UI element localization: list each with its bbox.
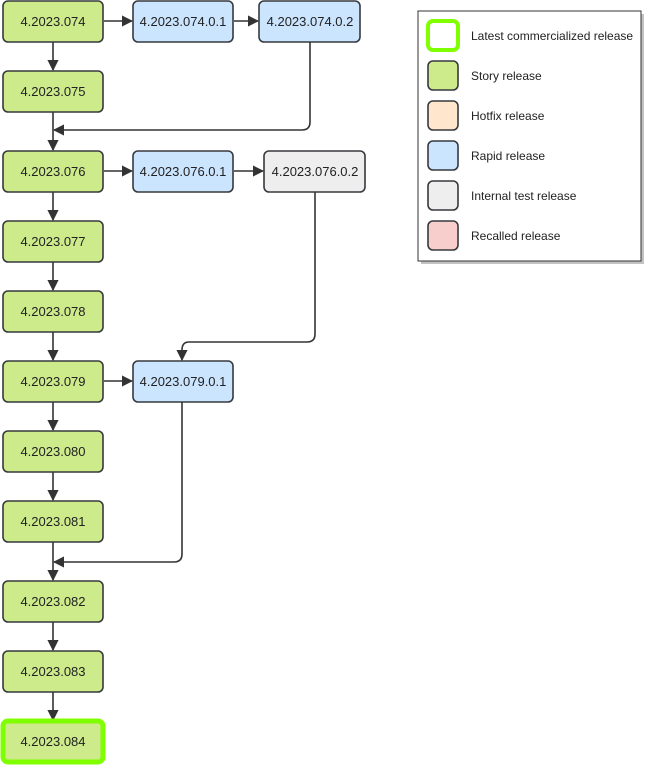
node-label: 4.2023.075 — [20, 84, 85, 99]
legend-swatch-internal — [427, 180, 459, 211]
node-079[interactable]: 4.2023.079 — [2, 360, 104, 403]
node-label: 4.2023.077 — [20, 234, 85, 249]
legend-label-hotfix: Hotfix release — [471, 109, 545, 123]
node-080[interactable]: 4.2023.080 — [2, 430, 104, 473]
node-082[interactable]: 4.2023.082 — [2, 580, 104, 623]
legend-swatch-hotfix — [427, 100, 459, 131]
node-label: 4.2023.080 — [20, 444, 85, 459]
node-label: 4.2023.078 — [20, 304, 85, 319]
node-074[interactable]: 4.2023.074 — [2, 0, 104, 43]
node-078[interactable]: 4.2023.078 — [2, 290, 104, 333]
node-079-0-1[interactable]: 4.2023.079.0.1 — [132, 360, 234, 403]
node-label: 4.2023.074.0.2 — [267, 14, 354, 29]
legend-label-rapid: Rapid release — [471, 149, 545, 163]
legend-swatch-recalled — [427, 220, 459, 251]
node-081[interactable]: 4.2023.081 — [2, 500, 104, 543]
node-label: 4.2023.074.0.1 — [140, 14, 227, 29]
edge-0791-merge — [52, 402, 183, 568]
node-076-0-2[interactable]: 4.2023.076.0.2 — [263, 150, 366, 193]
node-label: 4.2023.081 — [20, 514, 85, 529]
nodes: 4.2023.074 4.2023.074.0.1 4.2023.074.0.2… — [0, 0, 366, 765]
node-084-latest[interactable]: 4.2023.084 — [0, 718, 106, 765]
legend: Latest commercialized release Story rele… — [417, 10, 644, 264]
legend-label-internal: Internal test release — [471, 189, 577, 203]
node-076[interactable]: 4.2023.076 — [2, 150, 104, 193]
node-075[interactable]: 4.2023.075 — [2, 70, 104, 113]
legend-label-recalled: Recalled release — [471, 229, 561, 243]
node-label: 4.2023.074 — [20, 14, 85, 29]
node-label: 4.2023.084 — [20, 734, 85, 749]
legend-swatch-rapid — [427, 140, 459, 171]
node-label: 4.2023.083 — [20, 664, 85, 679]
node-label: 4.2023.082 — [20, 594, 85, 609]
node-label: 4.2023.079.0.1 — [140, 374, 227, 389]
node-label: 4.2023.079 — [20, 374, 85, 389]
node-label: 4.2023.076.0.1 — [140, 164, 227, 179]
legend-label-story: Story release — [471, 69, 542, 83]
edge-0762-0791 — [176, 192, 316, 362]
node-label: 4.2023.076.0.2 — [272, 164, 359, 179]
node-076-0-1[interactable]: 4.2023.076.0.1 — [132, 150, 234, 193]
legend-label-latest: Latest commercialized release — [471, 29, 633, 43]
node-074-0-1[interactable]: 4.2023.074.0.1 — [132, 0, 234, 43]
legend-panel — [417, 10, 642, 262]
edges — [47, 15, 316, 722]
edge-0742-merge — [52, 42, 311, 136]
legend-swatch-story — [427, 60, 459, 91]
legend-swatch-latest — [426, 19, 460, 52]
node-label: 4.2023.076 — [20, 164, 85, 179]
node-074-0-2[interactable]: 4.2023.074.0.2 — [258, 0, 361, 43]
node-083[interactable]: 4.2023.083 — [2, 650, 104, 693]
node-077[interactable]: 4.2023.077 — [2, 220, 104, 263]
